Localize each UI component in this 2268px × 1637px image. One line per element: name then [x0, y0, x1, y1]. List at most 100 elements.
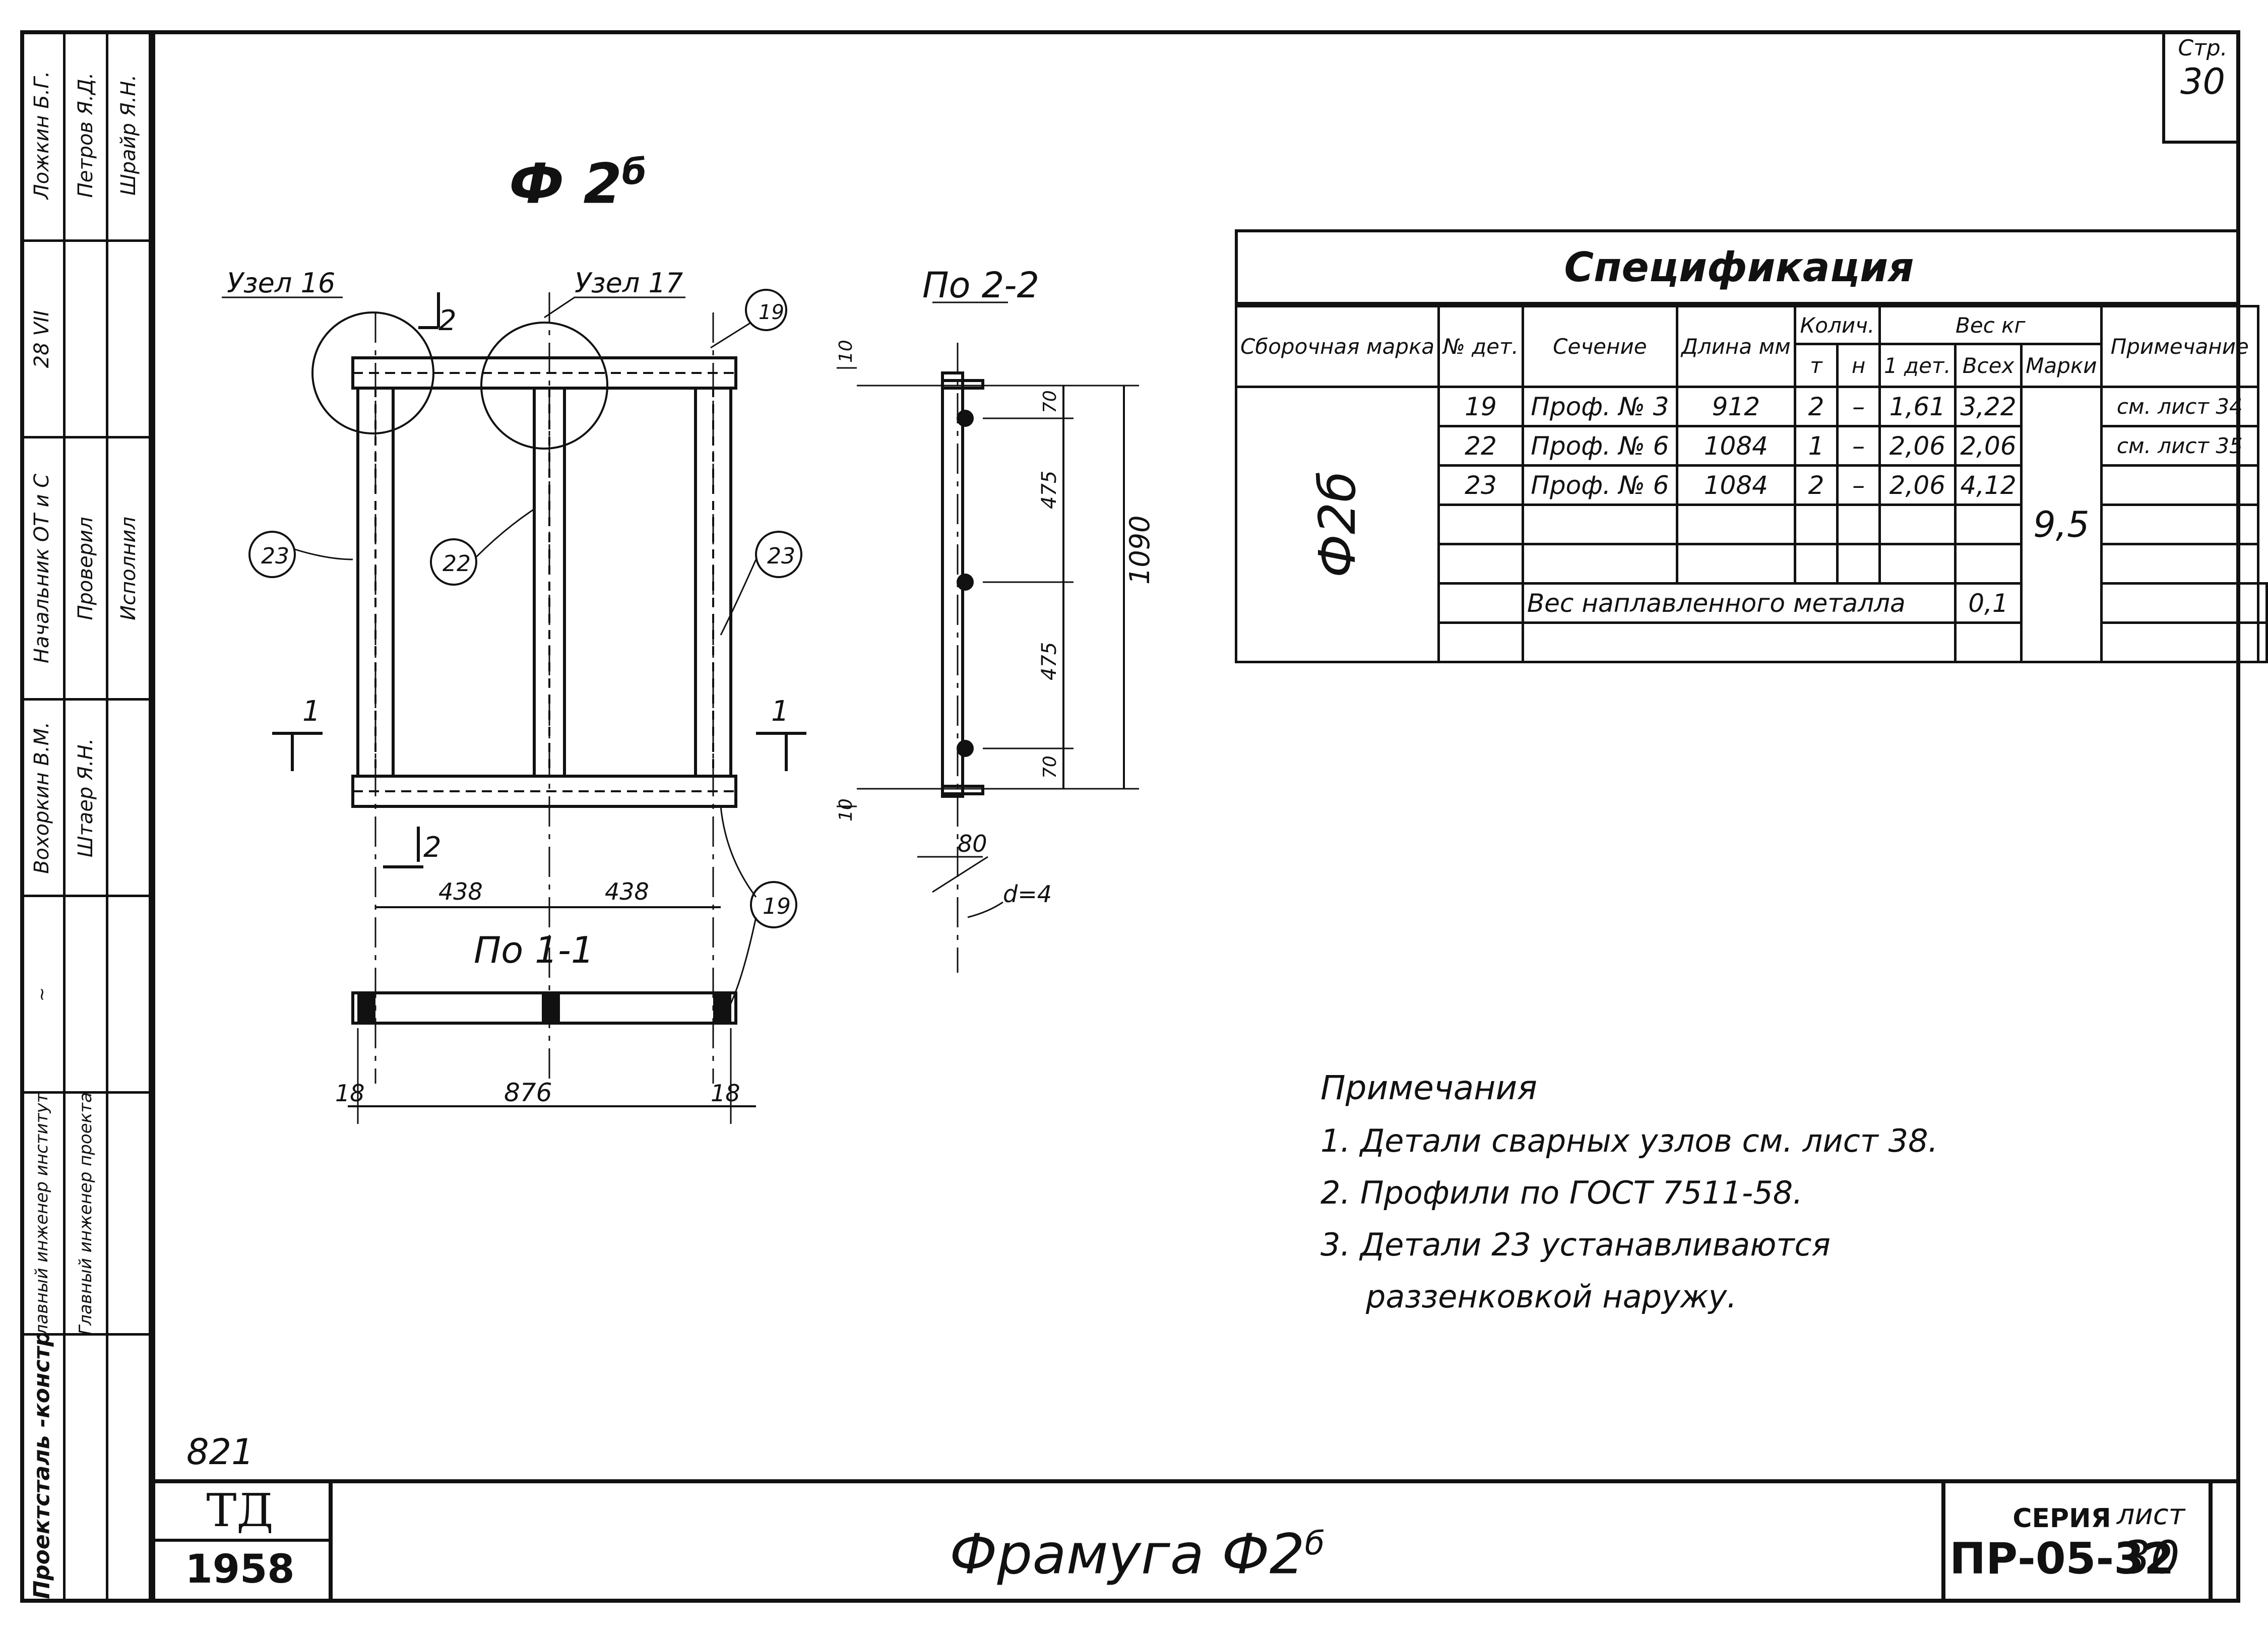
- notes: Примечания 1. Детали сварных узлов см. л…: [1320, 1068, 2076, 1330]
- spec-title: Спецификация: [1235, 229, 2240, 305]
- dim-18-right: 18: [711, 1080, 740, 1107]
- cut2-top: 2: [438, 304, 457, 337]
- node17-label: Узел 17: [575, 267, 683, 299]
- table-row: Ф2б 19 Проф. № 3 912 2 – 1,61 3,22 9,5 с…: [1234, 386, 2267, 663]
- drawing-frame: [20, 30, 2240, 1603]
- cell: 23: [1437, 464, 1524, 506]
- dim-10-top: 10: [836, 340, 856, 363]
- weld-value: 0,1: [1954, 582, 2023, 624]
- series-value: ПР-05-32: [1949, 1534, 2174, 1584]
- cell: 3,22: [1954, 386, 2023, 427]
- callout-22: 22: [443, 551, 471, 577]
- callout-23-right: 23: [767, 543, 795, 569]
- stamp-col-a: Ложкин Б.Г. 28 VII Начальник ОТ и С Вохо…: [20, 30, 66, 1603]
- title-logo-cell: ТД 1958: [151, 1483, 333, 1603]
- cell: –: [1836, 425, 1881, 467]
- mark-value: Ф2б: [1234, 386, 1440, 663]
- dim-475-top: 475: [1038, 471, 1061, 509]
- cut1-right: 1: [771, 695, 789, 728]
- cell: 22: [1437, 425, 1524, 467]
- weld-label: Вес наплавленного металла: [1521, 582, 1957, 624]
- dim-18-left: 18: [335, 1080, 365, 1107]
- title-block: ТД 1958 Фрамуга Ф2б СЕРИЯ ПР-05-32: [151, 1479, 2240, 1603]
- callout-23-left: 23: [261, 543, 289, 569]
- year: 1958: [185, 1547, 295, 1592]
- cell: 19: [1437, 386, 1524, 427]
- sheet-label: лист: [2116, 1498, 2185, 1531]
- inner-frame: [151, 30, 2240, 1603]
- hdr-length: Длина мм: [1675, 305, 1796, 388]
- dim-70-top: 70: [1040, 390, 1060, 413]
- cell: см. лист 35: [2100, 425, 2260, 467]
- dim-438-left: 438: [438, 878, 483, 905]
- hdr-w-all: Всех: [1954, 343, 2023, 388]
- cell: Проф. № 6: [1521, 464, 1678, 506]
- table-row: Вес наплавленного металла 0,1: [1236, 582, 2268, 624]
- cell: Проф. № 3: [1521, 386, 1678, 427]
- spec-table: Сборочная марка № дет. Сечение Длина мм …: [1234, 305, 2268, 663]
- section11-label: По 1-1: [474, 929, 594, 971]
- page-number-box: Стр. 30: [2162, 30, 2240, 144]
- note-item: 2. Профили по ГОСТ 7511-58.: [1320, 1174, 1803, 1211]
- dim-80: 80: [958, 830, 987, 857]
- section22-label: По 2-2: [922, 265, 1039, 306]
- sheet-number-cell: лист 30: [2061, 1483, 2240, 1603]
- dim-70-bottom: 70: [1040, 755, 1060, 779]
- stamp-col-b: Петров Я.Д. Проверил Штаер Я.Н. Главный …: [66, 30, 108, 1603]
- cell: 2,06: [1954, 425, 2023, 467]
- dim-thickness: d=4: [1003, 880, 1052, 908]
- sheet-value: 30: [2122, 1531, 2180, 1584]
- callout-19-top: 19: [759, 301, 784, 324]
- hdr-weight: Вес кг: [1878, 305, 2103, 345]
- dim-438-right: 438: [605, 878, 649, 905]
- cell: –: [1836, 386, 1881, 427]
- dim-475-bottom: 475: [1038, 642, 1061, 680]
- page-label: Стр.: [2178, 35, 2228, 61]
- hdr-mark: Сборочная марка: [1234, 305, 1440, 388]
- hdr-w-one: 1 дет.: [1878, 343, 1957, 388]
- hdr-note: Примечание: [2100, 305, 2260, 388]
- dim-1090: 1090: [1124, 516, 1156, 585]
- table-row: 23 Проф. № 6 1084 2 – 2,06 4,12: [1236, 464, 2267, 506]
- hdr-qty-t: т: [1793, 343, 1839, 388]
- logo: ТД: [151, 1483, 329, 1542]
- cell: 1084: [1675, 464, 1796, 506]
- cell: 2,06: [1878, 464, 1957, 506]
- note-item: 3. Детали 23 устанавливаются: [1320, 1226, 1831, 1263]
- node16-label: Узел 16: [227, 267, 335, 299]
- hdr-part: № дет.: [1437, 305, 1524, 388]
- cut2-bottom: 2: [423, 831, 442, 864]
- dim-10-bottom: 10: [836, 798, 856, 822]
- series-label: СЕРИЯ: [2012, 1503, 2111, 1534]
- title-name-cell: Фрамуга Ф2б: [333, 1483, 1945, 1603]
- dim-876: 876: [504, 1078, 552, 1107]
- cell: 1084: [1675, 425, 1796, 467]
- cell: –: [1836, 464, 1881, 506]
- page-number: 30: [2180, 61, 2226, 102]
- cell: 912: [1675, 386, 1796, 427]
- note-item: раззенковкой наружу.: [1366, 1278, 1737, 1315]
- cell: 2: [1793, 464, 1839, 506]
- title-name: Фрамуга Ф2б: [949, 1522, 1325, 1587]
- hdr-qty-n: н: [1836, 343, 1881, 388]
- cell: 4,12: [1954, 464, 2023, 506]
- notes-title: Примечания: [1320, 1068, 1537, 1107]
- cell: Проф. № 6: [1521, 425, 1678, 467]
- cell: 1: [1793, 425, 1839, 467]
- cell: [2100, 464, 2260, 506]
- mark-weight: 9,5: [2020, 386, 2103, 663]
- cell: 2: [1793, 386, 1839, 427]
- cell: 1,61: [1878, 386, 1957, 427]
- cell: 2,06: [1878, 425, 1957, 467]
- hdr-qty: Колич.: [1793, 305, 1881, 345]
- cell: см. лист 34: [2100, 386, 2260, 427]
- callout-19-bottom: 19: [763, 894, 791, 919]
- hdr-section: Сечение: [1521, 305, 1678, 388]
- cut1-left: 1: [302, 695, 321, 728]
- archive-number: 821: [186, 1431, 254, 1473]
- series-cell: СЕРИЯ ПР-05-32: [1915, 1483, 2213, 1603]
- note-item: 1. Детали сварных узлов см. лист 38.: [1320, 1122, 1938, 1159]
- mark-title: Ф 2б: [509, 151, 647, 216]
- stamp-col-c: Шрайр Я.Н. Исполнил: [108, 30, 151, 1603]
